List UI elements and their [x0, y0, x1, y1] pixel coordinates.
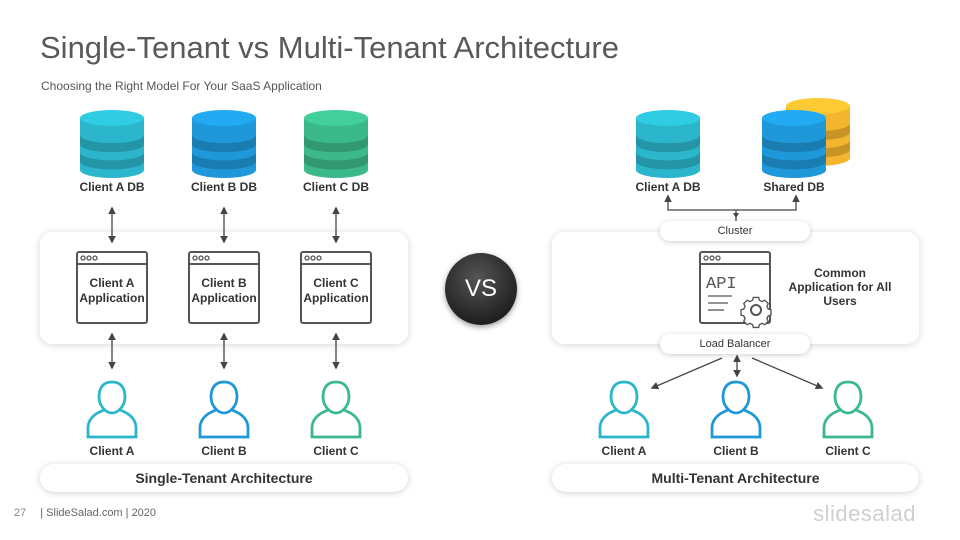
mt-user-c-label: Client C: [825, 444, 871, 458]
database-icon: [80, 110, 144, 178]
cluster-connector: [664, 194, 800, 211]
st-user-b-label: Client B: [201, 444, 247, 458]
st-user-a-label: Client A: [89, 444, 135, 458]
client-b-db-label: Client B DB: [191, 180, 257, 194]
st-user-c-label: Client C: [313, 444, 359, 458]
user-icon: [710, 380, 762, 439]
page-title: Single-Tenant vs Multi-Tenant Architectu…: [40, 30, 619, 65]
user-icon: [310, 380, 362, 439]
database-icon: [192, 110, 256, 178]
common-application-label: Common Application for All Users: [788, 266, 892, 308]
client-a-db-label: Client A DB: [79, 180, 145, 194]
multi-tenant-caption: Multi-Tenant Architecture: [552, 464, 919, 492]
user-icon: [598, 380, 650, 439]
page-subtitle: Choosing the Right Model For Your SaaS A…: [41, 79, 322, 93]
user-icon: [822, 380, 874, 439]
cluster-tag: Cluster: [660, 221, 810, 241]
database-icon: [304, 110, 368, 178]
client-c-app-window-icon: [300, 251, 372, 324]
lb-arrow-c: [751, 357, 824, 390]
client-c-db-label: Client C DB: [303, 180, 369, 194]
shared-db-label: Shared DB: [763, 180, 825, 194]
vs-badge: VS: [445, 253, 517, 325]
gear-icon: [740, 296, 772, 329]
mt-user-a-label: Client A: [601, 444, 647, 458]
lb-arrow-a: [650, 357, 723, 390]
load-balancer-tag: Load Balancer: [660, 334, 810, 354]
client-b-app-window-icon: [188, 251, 260, 324]
page-number: 27: [14, 507, 27, 519]
user-icon: [198, 380, 250, 439]
api-text: API: [706, 275, 737, 294]
user-icon: [86, 380, 138, 439]
mt-user-b-label: Client B: [713, 444, 759, 458]
footer: 27 | SlideSalad.com | 2020: [14, 507, 156, 519]
mt-client-a-db-label: Client A DB: [635, 180, 701, 194]
shared-db-icon: [762, 110, 826, 178]
client-a-app-window-icon: [76, 251, 148, 324]
database-icon: [636, 110, 700, 178]
footer-text: | SlideSalad.com | 2020: [40, 507, 157, 519]
single-tenant-caption: Single-Tenant Architecture: [40, 464, 408, 492]
brand-logo: slidesalad: [813, 501, 916, 526]
